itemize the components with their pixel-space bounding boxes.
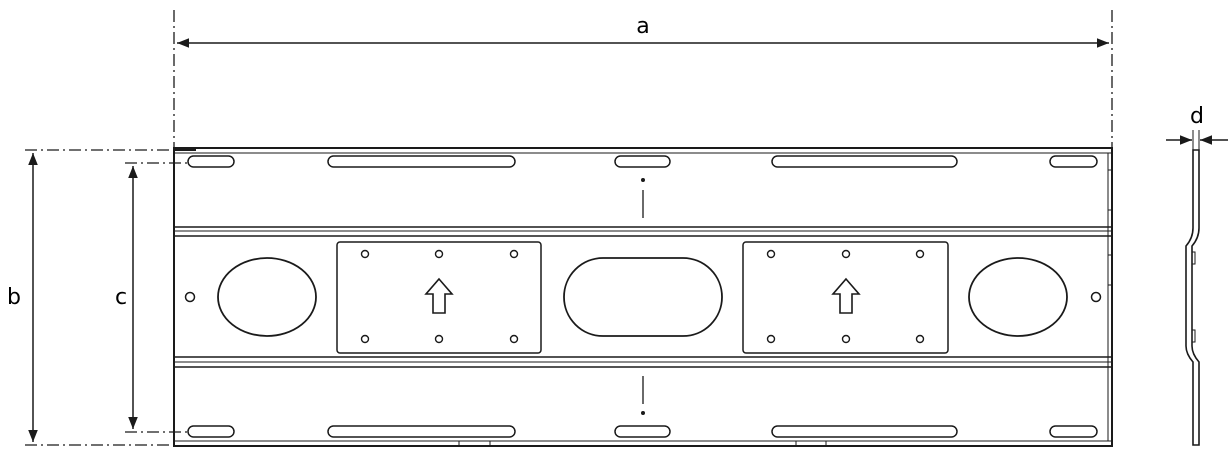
channel-lines-bottom (174, 356, 1112, 368)
slot (614, 155, 671, 168)
bottom-slots (187, 425, 1098, 438)
label-a: a (636, 14, 649, 39)
slot (327, 155, 516, 168)
up-arrow-icon (831, 277, 861, 314)
edge-hole-left (184, 291, 196, 303)
slot (1049, 155, 1098, 168)
right-edge-tab-top (1107, 169, 1113, 211)
right-edge-tab-mid (1107, 254, 1113, 286)
slot (187, 155, 235, 168)
slot (614, 425, 671, 438)
label-c: c (115, 285, 127, 310)
top-slots (187, 155, 1098, 168)
label-b: b (7, 285, 21, 310)
center-mark-bottom (641, 376, 645, 415)
edge-hole-right (1090, 291, 1102, 303)
slot (327, 425, 516, 438)
dimension-d: d (1166, 104, 1228, 150)
dimension-a: a (173, 10, 1113, 150)
cutout-center (563, 257, 723, 337)
plate-side-profile (1185, 149, 1200, 446)
cutout-left (217, 257, 317, 337)
slot (187, 425, 235, 438)
mounting-panel-left (336, 241, 542, 354)
slot (1049, 425, 1098, 438)
cutout-right (968, 257, 1068, 337)
dimension-c: c (115, 162, 190, 433)
slot (771, 155, 958, 168)
mounting-panel-right (742, 241, 949, 354)
channel-lines-top (174, 226, 1112, 237)
plate-front-view (173, 147, 1113, 447)
dimension-b: b (7, 149, 174, 446)
plate-outline (173, 147, 1113, 447)
center-mark-top (641, 178, 645, 218)
label-d: d (1190, 104, 1204, 129)
up-arrow-icon (424, 277, 454, 314)
slot (771, 425, 958, 438)
